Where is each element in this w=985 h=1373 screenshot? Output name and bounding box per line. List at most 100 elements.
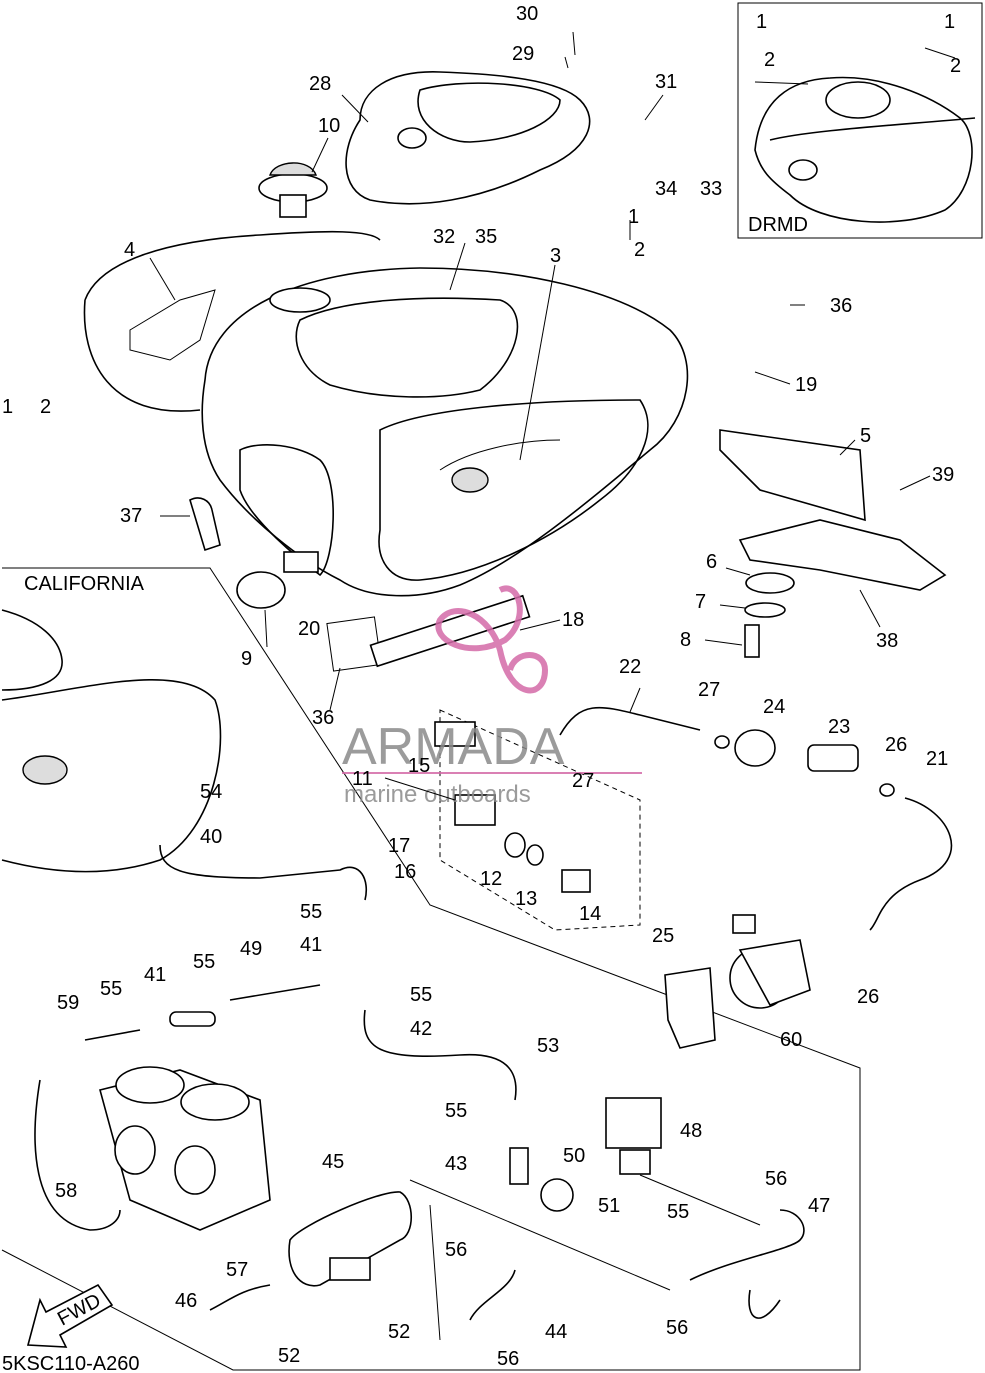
diagram-code: 5KSC110-A260	[2, 1353, 140, 1373]
drmd-callout-1b: 1	[944, 11, 955, 33]
callout-5: 5	[860, 425, 871, 447]
callout-58: 58	[55, 1180, 77, 1202]
callout-16: 16	[394, 861, 416, 883]
fuel-cap	[258, 162, 328, 218]
callout-55e: 55	[445, 1100, 467, 1122]
callout-34: 34	[655, 178, 677, 200]
callout-12: 12	[480, 868, 502, 890]
callout-37: 37	[120, 505, 142, 527]
callout-38: 38	[876, 630, 898, 652]
callout-54: 54	[200, 781, 222, 803]
callout-7: 7	[695, 591, 706, 613]
callout-36b: 36	[312, 707, 334, 729]
callout-56a: 56	[765, 1168, 787, 1190]
callout-48: 48	[680, 1120, 702, 1142]
charcoal-canister	[288, 1191, 412, 1287]
callout-13: 13	[515, 888, 537, 910]
callout-55c: 55	[410, 984, 432, 1006]
callout-10: 10	[318, 115, 340, 137]
callout-22: 22	[619, 656, 641, 678]
callout-4: 4	[124, 239, 135, 261]
watermark-brand: ARMADA	[342, 718, 565, 776]
petcock-assembly	[434, 709, 641, 931]
callout-59: 59	[57, 992, 79, 1014]
callout-19: 19	[795, 374, 817, 396]
callout-23: 23	[828, 716, 850, 738]
callout-53: 53	[537, 1035, 559, 1057]
fuel-line-upper	[559, 706, 953, 931]
callout-33: 33	[700, 178, 722, 200]
callout-32: 32	[433, 226, 455, 248]
california-label: CALIFORNIA	[24, 573, 145, 595]
armada-watermark: ARMADA marine outboards	[342, 585, 642, 808]
bracket-assembly	[719, 429, 947, 658]
callout-55f: 55	[667, 1201, 689, 1223]
california-inset: CALIFORNIA	[1, 567, 861, 1371]
callout-27b: 27	[572, 770, 594, 792]
fwd-arrow-icon: FWD	[26, 1283, 114, 1348]
drmd-callout-2a: 2	[764, 49, 775, 71]
callout-25: 25	[652, 925, 674, 947]
tank-cover	[345, 71, 591, 205]
callout-39: 39	[932, 464, 954, 486]
callout-49: 49	[240, 938, 262, 960]
callout-18: 18	[562, 609, 584, 631]
callout-44: 44	[545, 1321, 567, 1343]
callout-1a: 1	[628, 206, 639, 228]
solenoid-valve	[509, 1097, 662, 1212]
fuel-pump	[664, 914, 811, 1049]
callout-56b: 56	[445, 1239, 467, 1261]
callout-55a: 55	[300, 901, 322, 923]
callout-8: 8	[680, 629, 691, 651]
callout-36a: 36	[830, 295, 852, 317]
drmd-callout-1a: 1	[756, 11, 767, 33]
fuel-tank	[201, 267, 689, 597]
callout-41a: 41	[300, 934, 322, 956]
callout-51: 51	[598, 1195, 620, 1217]
callout-43: 43	[445, 1153, 467, 1175]
callout-42: 42	[410, 1018, 432, 1040]
callout-45: 45	[322, 1151, 344, 1173]
callout-40: 40	[200, 826, 222, 848]
callout-55d: 55	[100, 978, 122, 1000]
carburetors	[99, 1011, 271, 1231]
callout-56c: 56	[497, 1348, 519, 1370]
callouts: 30 29 31 28 10 34 33 32 35 3 1 2 4 36 19…	[2, 3, 954, 1370]
callout-3: 3	[550, 245, 561, 267]
callout-50: 50	[563, 1145, 585, 1167]
callout-29: 29	[512, 43, 534, 65]
callout-26a: 26	[885, 734, 907, 756]
callout-6: 6	[706, 551, 717, 573]
callout-47: 47	[808, 1195, 830, 1217]
callout-28: 28	[309, 73, 331, 95]
callout-41b: 41	[144, 964, 166, 986]
callout-35: 35	[475, 226, 497, 248]
callout-20: 20	[298, 618, 320, 640]
callout-9: 9	[241, 648, 252, 670]
callout-15: 15	[408, 755, 430, 777]
callout-2b: 2	[40, 396, 51, 418]
callout-60: 60	[780, 1029, 802, 1051]
callout-21: 21	[926, 748, 948, 770]
callout-26b: 26	[857, 986, 879, 1008]
callout-17: 17	[388, 835, 410, 857]
callout-24: 24	[763, 696, 785, 718]
drmd-label: DRMD	[748, 214, 808, 236]
callout-55b: 55	[193, 951, 215, 973]
drmd-inset: 1 2 1 2 DRMD	[737, 2, 983, 239]
callout-1b: 1	[2, 396, 13, 418]
callout-56d: 56	[666, 1317, 688, 1339]
callout-27a: 27	[698, 679, 720, 701]
leader-lines	[149, 31, 931, 801]
callout-14: 14	[579, 903, 601, 925]
callout-57: 57	[226, 1259, 248, 1281]
tank-stripe-left	[84, 230, 381, 301]
callout-30: 30	[516, 3, 538, 25]
callout-2a: 2	[634, 239, 645, 261]
callout-52b: 52	[278, 1345, 300, 1367]
evap-hoses	[34, 844, 805, 1341]
callout-46: 46	[175, 1290, 197, 1312]
callout-31: 31	[655, 71, 677, 93]
drmd-callout-2b: 2	[950, 55, 961, 77]
